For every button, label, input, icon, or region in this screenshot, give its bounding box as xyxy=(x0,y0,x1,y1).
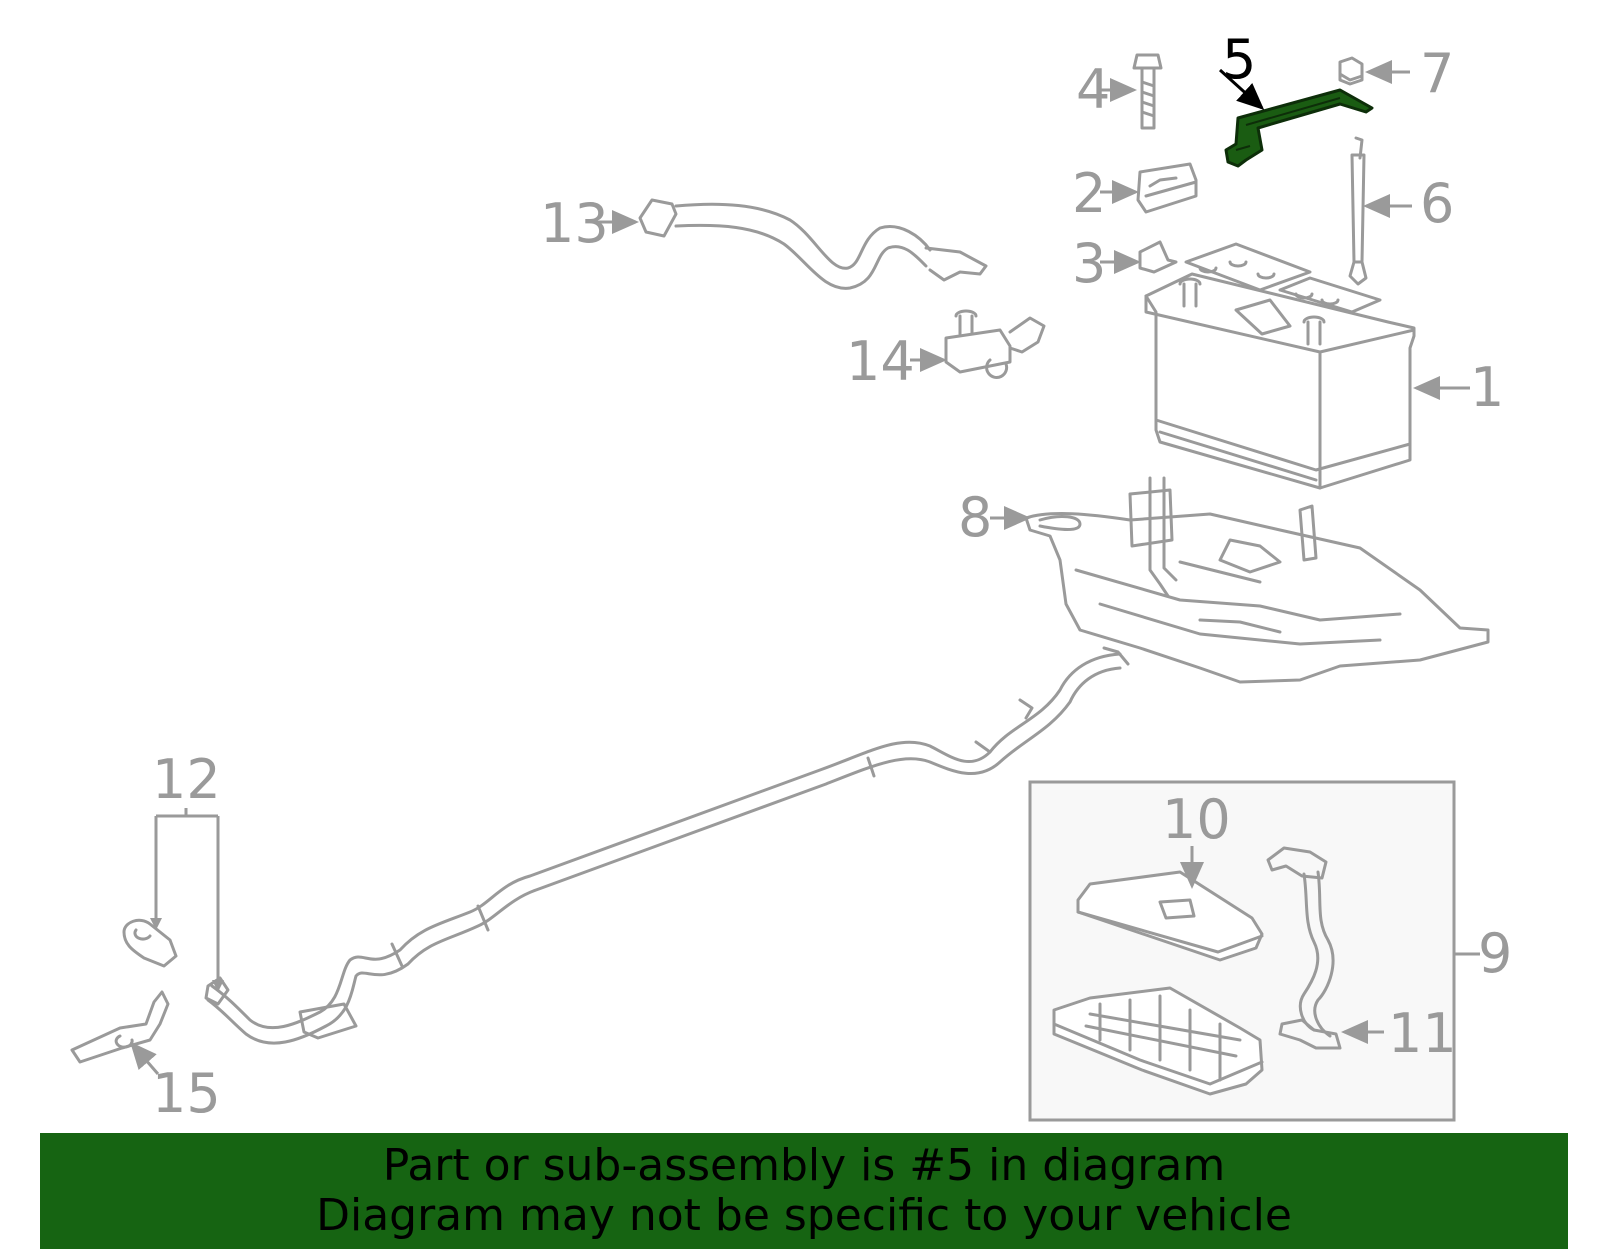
part-1-battery[interactable] xyxy=(1144,242,1416,490)
part-14-terminal[interactable] xyxy=(944,309,1046,379)
callout-11: 11 xyxy=(1388,1002,1457,1065)
callout-9: 9 xyxy=(1478,922,1512,985)
part-4-bolt[interactable] xyxy=(1132,53,1163,130)
callout-15: 15 xyxy=(152,1062,221,1125)
callout-8: 8 xyxy=(958,486,992,549)
callout-1: 1 xyxy=(1470,356,1504,419)
callout-13: 13 xyxy=(540,192,609,255)
leader-lines xyxy=(130,60,1480,1075)
banner-line-1: Part or sub-assembly is #5 in diagram xyxy=(382,1140,1226,1191)
part-5-hold-down-bracket[interactable] xyxy=(1224,88,1374,168)
callout-5: 5 xyxy=(1222,28,1256,91)
part-8-battery-tray[interactable] xyxy=(1024,476,1490,684)
callout-6: 6 xyxy=(1420,172,1454,235)
fuse-block-base[interactable] xyxy=(1052,986,1264,1096)
callout-3: 3 xyxy=(1072,232,1106,295)
part-7-nut[interactable] xyxy=(1338,56,1364,86)
part-12-grommet[interactable] xyxy=(122,918,178,968)
info-banner: Part or sub-assembly is #5 in diagram Di… xyxy=(40,1133,1568,1249)
callout-10: 10 xyxy=(1162,788,1231,851)
part-2-block[interactable] xyxy=(1136,162,1198,214)
part-10-fuse-cover[interactable] xyxy=(1076,870,1264,962)
callout-7: 7 xyxy=(1420,42,1454,105)
callout-4: 4 xyxy=(1076,58,1110,121)
long-battery-cable[interactable] xyxy=(204,646,1130,1045)
callout-14: 14 xyxy=(846,330,915,393)
part-6-rod[interactable] xyxy=(1348,136,1368,286)
part-15-clip[interactable] xyxy=(70,990,170,1064)
part-13-battery-cable[interactable] xyxy=(638,198,988,290)
callout-2: 2 xyxy=(1072,162,1106,225)
part-3-clip[interactable] xyxy=(1138,240,1178,274)
banner-line-2: Diagram may not be specific to your vehi… xyxy=(316,1190,1292,1241)
callout-12: 12 xyxy=(152,748,221,811)
part-11-harness[interactable] xyxy=(1266,846,1342,1050)
